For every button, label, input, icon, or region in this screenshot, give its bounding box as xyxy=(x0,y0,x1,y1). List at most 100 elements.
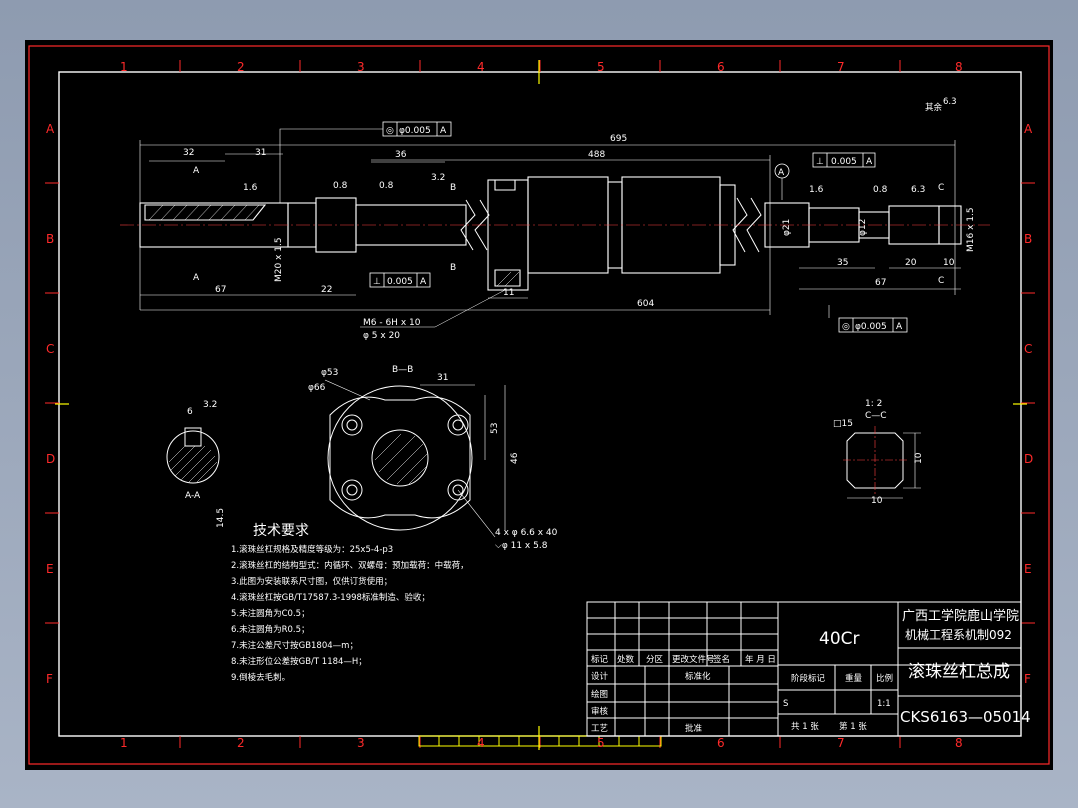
zone-row-d-left: D xyxy=(46,452,55,466)
dim-53: 53 xyxy=(490,423,500,434)
tb-label-date: 年 月 日 xyxy=(745,654,776,665)
zone-row-a-left: A xyxy=(46,122,55,136)
dim-hole5: φ 5 x 20 xyxy=(363,331,400,341)
dim-32: 32 xyxy=(183,148,194,158)
tech-item-5: 5.未注圆角为C0.5； xyxy=(231,608,310,619)
tb-school-1: 广西工学院鹿山学院 xyxy=(902,608,1019,624)
dim-holes: 4 x φ 6.6 x 40 xyxy=(495,528,558,538)
tech-item-1: 1.滚珠丝杠规格及精度等级为：25x5-4-p3 xyxy=(231,544,393,555)
tb-material: 40Cr xyxy=(819,629,860,649)
section-c-top: C xyxy=(938,183,944,193)
tol1-value: φ0.005 xyxy=(399,126,431,136)
dim-cbore: ⌵φ 11 x 5.8 xyxy=(495,541,548,551)
dim-cc-10b: 10 xyxy=(871,496,883,506)
zone-row-b-right: B xyxy=(1024,232,1032,246)
tech-title: 技术要求 xyxy=(253,523,309,539)
dim-cc-10a: 10 xyxy=(914,452,924,464)
zone-row-d-right: D xyxy=(1024,452,1033,466)
roughness-aa: 3.2 xyxy=(203,400,217,410)
section-a-bottom: A xyxy=(193,273,200,283)
shaft-main-view xyxy=(139,176,962,291)
dim-604: 604 xyxy=(637,299,654,309)
tech-item-9: 9.倒棱去毛刺。 xyxy=(231,672,290,683)
roughness-4: 3.2 xyxy=(431,173,445,183)
dim-phi66: φ66 xyxy=(308,383,326,393)
label-bb: B—B xyxy=(392,365,413,375)
dim-31: 31 xyxy=(255,148,266,158)
tb-sheet-no: 第 1 张 xyxy=(839,721,867,732)
dim-67-left: 67 xyxy=(215,285,226,295)
dim-overall: 695 xyxy=(610,134,627,144)
zone-col-5-top: 5 xyxy=(597,60,605,74)
tol3-value: 0.005 xyxy=(387,277,413,287)
roughness-7: 6.3 xyxy=(911,185,925,195)
tb-school-2: 机械工程系机制092 xyxy=(905,627,1012,642)
zone-col-1-top: 1 xyxy=(120,60,128,74)
tech-item-6: 6.未注圆角为R0.5； xyxy=(231,624,310,635)
zone-col-6-top: 6 xyxy=(717,60,725,74)
dim-aa-6: 6 xyxy=(187,407,193,417)
dim-m16: M16 x 1.5 xyxy=(966,207,976,252)
zone-col-4-top: 4 xyxy=(477,60,485,74)
zone-col-3-bottom: 3 xyxy=(357,736,365,750)
tol1-symbol: ◎ xyxy=(386,126,394,136)
tol1-datum: A xyxy=(440,126,447,136)
zone-col-7-bottom: 7 xyxy=(837,736,845,750)
cad-drawing: 1 2 3 4 5 6 7 8 1 2 3 4 5 6 7 8 A B C D … xyxy=(28,45,1050,765)
zone-row-a-right: A xyxy=(1024,122,1033,136)
dim-aa-145: 14.5 xyxy=(216,508,226,528)
section-bb-view xyxy=(327,385,473,531)
outer-frame xyxy=(28,45,1050,765)
zone-col-8-bottom: 8 xyxy=(955,736,963,750)
tb-check: 审核 xyxy=(591,706,609,717)
roughness-3: 0.8 xyxy=(379,181,394,191)
section-cc-view xyxy=(846,432,904,489)
tol4-datum: A xyxy=(896,322,903,332)
roughness-2: 0.8 xyxy=(333,181,348,191)
tol4-value: φ0.005 xyxy=(855,322,887,332)
roughness-value: 6.3 xyxy=(943,97,957,107)
label-cc-scale: 1: 2 xyxy=(865,399,882,409)
tb-design: 设计 xyxy=(591,671,609,682)
dim-67-right: 67 xyxy=(875,278,886,288)
zone-row-c-left: C xyxy=(46,342,54,356)
tech-item-8: 8.未注形位公差按GB/T 1184—H； xyxy=(231,656,367,667)
roughness-note: 其余 xyxy=(925,102,943,113)
dim-36: 36 xyxy=(395,150,407,160)
tb-stage-mark: 阶段标记 xyxy=(791,673,826,684)
tech-item-7: 7.未注公差尺寸按GB1804—m； xyxy=(231,640,358,651)
zone-row-f-left: F xyxy=(46,672,53,686)
tb-label-change: 更改文件号 xyxy=(672,654,715,665)
tb-drawing-no: CKS6163—05014 xyxy=(900,708,1031,726)
label-cc: C—C xyxy=(865,411,887,421)
tb-approve: 批准 xyxy=(685,723,703,734)
zone-row-f-right: F xyxy=(1024,672,1031,686)
dim-phi21: φ21 xyxy=(782,219,792,236)
zone-col-1-bottom: 1 xyxy=(120,736,128,750)
tb-stage-value: S xyxy=(783,699,788,709)
roughness-6: 0.8 xyxy=(873,185,888,195)
zone-col-4-bottom: 4 xyxy=(477,736,485,750)
section-aa-view xyxy=(166,427,220,484)
dim-11: 11 xyxy=(503,288,514,298)
dim-35: 35 xyxy=(837,258,848,268)
dim-phi53: φ53 xyxy=(321,368,338,378)
dim-m20: M20 x 1.5 xyxy=(274,237,284,282)
tb-label-zone: 分区 xyxy=(646,655,664,665)
tb-scale: 比例 xyxy=(876,673,893,684)
title-block xyxy=(586,601,1022,737)
tech-item-3: 3.此图为安装联系尺寸图，仅供订货使用； xyxy=(231,576,392,587)
dim-31b: 31 xyxy=(437,373,448,383)
zone-col-5-bottom: 5 xyxy=(597,736,605,750)
zone-col-3-top: 3 xyxy=(357,60,365,74)
zone-col-2-top: 2 xyxy=(237,60,245,74)
label-aa: A-A xyxy=(185,491,201,501)
tol3-datum: A xyxy=(420,277,427,287)
zone-col-6-bottom: 6 xyxy=(717,736,725,750)
tech-item-4: 4.滚珠丝杠按GB/T17587.3-1998标准制造、验收； xyxy=(231,592,430,603)
section-b-top: B xyxy=(450,183,456,193)
roughness-5: 1.6 xyxy=(809,185,824,195)
roughness-1: 1.6 xyxy=(243,183,258,193)
dim-m6: M6 - 6H x 10 xyxy=(363,318,421,328)
tb-sheets: 共 1 张 xyxy=(791,722,819,732)
